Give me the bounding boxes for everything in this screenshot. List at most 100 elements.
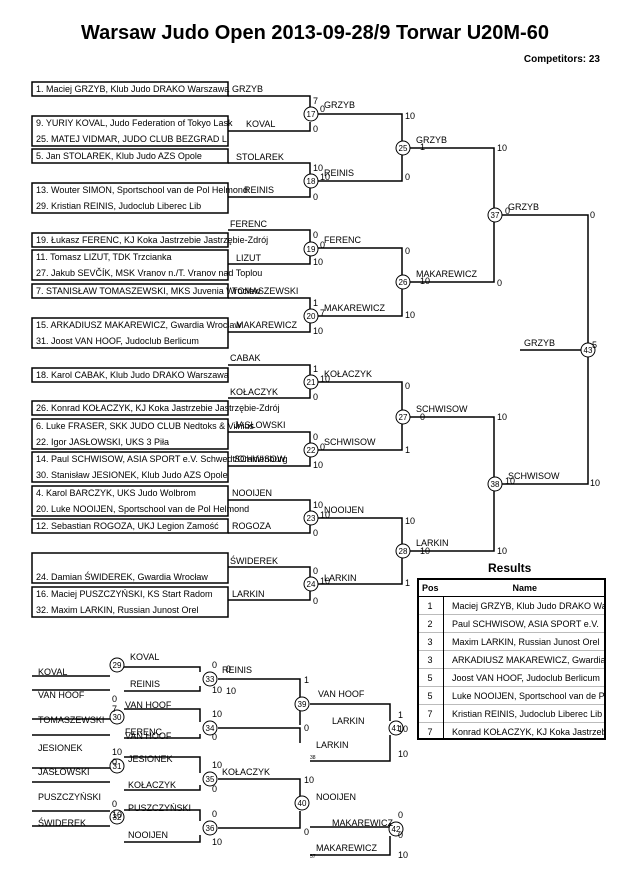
bracket-label: KOŁACZYK xyxy=(128,780,176,790)
score: 0 xyxy=(212,732,217,742)
score: 0 xyxy=(212,784,217,794)
score: 10 xyxy=(212,685,222,695)
entry-box xyxy=(31,418,229,450)
results-pos: 1 xyxy=(417,596,444,615)
entry-box xyxy=(31,317,229,349)
score: 0 xyxy=(313,596,318,606)
competitor-entry: 11. Tomasz LIZUT, TDK Trzcianka xyxy=(36,252,172,262)
score: 1 xyxy=(313,298,318,308)
competitor-entry: 30. Stanisław JESIONEK, Klub Judo AZS Op… xyxy=(36,470,228,480)
entry-box xyxy=(31,232,229,248)
bracket-label: GRZYB xyxy=(324,100,355,110)
score: 0 xyxy=(313,392,318,402)
competitor-entry: 19. Łukasz FERENC, KJ Koka Jastrzebie Ja… xyxy=(36,235,269,245)
bracket-label: GRZYB xyxy=(232,84,263,94)
competitor-entry: 9. YURIY KOVAL, Judo Federation of Tokyo… xyxy=(36,118,233,128)
bracket-label: LIZUT xyxy=(236,253,262,263)
match-number: 32 xyxy=(113,813,122,822)
results-name: Joost VAN HOOF, Judoclub Berlicum xyxy=(443,668,606,687)
score: 10 xyxy=(398,850,408,860)
score: 10 xyxy=(398,749,408,759)
score: 5 xyxy=(592,340,597,350)
results-pos: 2 xyxy=(417,614,444,633)
score: 7 xyxy=(320,308,325,318)
score: 0 xyxy=(112,694,117,704)
competitor-entry: 12. Sebastian ROGOZA, UKJ Legion Zamość xyxy=(36,521,219,531)
bracket-label: ŚWIDEREK xyxy=(38,817,86,828)
bracket-label: REINIS xyxy=(130,679,160,689)
score: 10 xyxy=(420,546,430,556)
match-number: 34 xyxy=(206,724,215,733)
bracket-label: MAKAREWICZ xyxy=(316,843,378,853)
score: 10 xyxy=(505,476,515,486)
bracket-label: VAN HOOF xyxy=(125,700,172,710)
competitor-entry: 18. Karol CABAK, Klub Judo DRAKO Warszaw… xyxy=(36,370,229,380)
entry-box xyxy=(31,283,229,299)
competitor-entry: 5. Jan STOLAREK, Klub Judo AZS Opole xyxy=(36,151,202,161)
competitor-entry: 15. ARKADIUSZ MAKAREWICZ, Gwardia Wrocla… xyxy=(36,320,241,330)
score: 0 xyxy=(405,381,410,391)
results-title: Results xyxy=(488,561,532,575)
score: 10 xyxy=(320,576,330,586)
bracket-label: NOOIJEN xyxy=(232,488,272,498)
entry-box xyxy=(31,485,229,517)
match-number: 24 xyxy=(307,580,316,589)
results-name: Kristian REINIS, Judoclub Liberec Lib xyxy=(443,704,606,723)
bracket-label: CABAK xyxy=(230,353,261,363)
score: 0 xyxy=(398,810,403,820)
competitor-entry: 7. STANISŁAW TOMASZEWSKI, MKS Juvenia Wr… xyxy=(36,286,261,296)
score: 10 xyxy=(590,478,600,488)
bracket-label: KOVAL xyxy=(130,652,159,662)
score: 0 xyxy=(313,566,318,576)
score: 10 xyxy=(212,709,222,719)
bracket-label: MAKAREWICZ xyxy=(416,269,478,279)
bracket-label: VAN HOOF xyxy=(38,690,85,700)
score: 0 xyxy=(112,799,117,809)
bracket-label: LARKIN xyxy=(232,589,265,599)
bracket-label: GRZYB xyxy=(508,202,539,212)
entry-box xyxy=(31,518,229,534)
bracket-label: ŚWIDEREK xyxy=(230,555,278,566)
results-pos: 5 xyxy=(417,686,444,705)
results-name: Paul SCHWISOW, ASIA SPORT e.V. xyxy=(443,614,606,633)
match-number: 22 xyxy=(307,446,316,455)
bracket-label: LARKIN xyxy=(332,716,365,726)
bracket-label: SCHWISOW xyxy=(324,437,376,447)
competitor-entry: 13. Wouter SIMON, Sportschool van de Pol… xyxy=(36,185,248,195)
entry-box xyxy=(31,451,229,483)
match-number: 39 xyxy=(298,700,307,709)
bracket-label: SCHWISOW xyxy=(508,471,560,481)
entry-box xyxy=(31,115,229,147)
entry-box xyxy=(31,586,229,618)
competitor-entry: 29. Kristian REINIS, Judoclub Liberec Li… xyxy=(36,201,202,211)
match-number: 28 xyxy=(399,547,408,556)
score: 10 xyxy=(405,516,415,526)
score: 0 xyxy=(320,240,325,250)
score: 10 xyxy=(212,760,222,770)
match-number: 30 xyxy=(113,713,122,722)
bracket-label: TOMASZEWSKI xyxy=(232,286,298,296)
score: 0 xyxy=(212,809,217,819)
bracket-label: JASŁOWSKI xyxy=(38,767,90,777)
score: 1 xyxy=(420,142,425,152)
match-number: 31 xyxy=(113,762,122,771)
score: 0 xyxy=(226,664,231,674)
competitor-entry: 6. Luke FRASER, SKK JUDO CLUB Nedtoks & … xyxy=(36,421,254,431)
score: 1 xyxy=(313,364,318,374)
competitor-entry: 22. Igor JASŁOWSKI, UKS 3 Piła xyxy=(36,437,170,447)
score: 10 xyxy=(405,111,415,121)
bracket-label: REINIS xyxy=(244,185,274,195)
results-header-name: Name xyxy=(443,579,606,597)
score: 0 xyxy=(505,206,510,216)
score: 10 xyxy=(112,810,122,820)
bracket-label: KOŁACZYK xyxy=(230,387,278,397)
bracket-label: NOOIJEN xyxy=(128,830,168,840)
score: 10 xyxy=(320,172,330,182)
entry-box xyxy=(31,367,229,383)
match-note: 57 xyxy=(310,854,316,860)
score: 0 xyxy=(304,723,309,733)
